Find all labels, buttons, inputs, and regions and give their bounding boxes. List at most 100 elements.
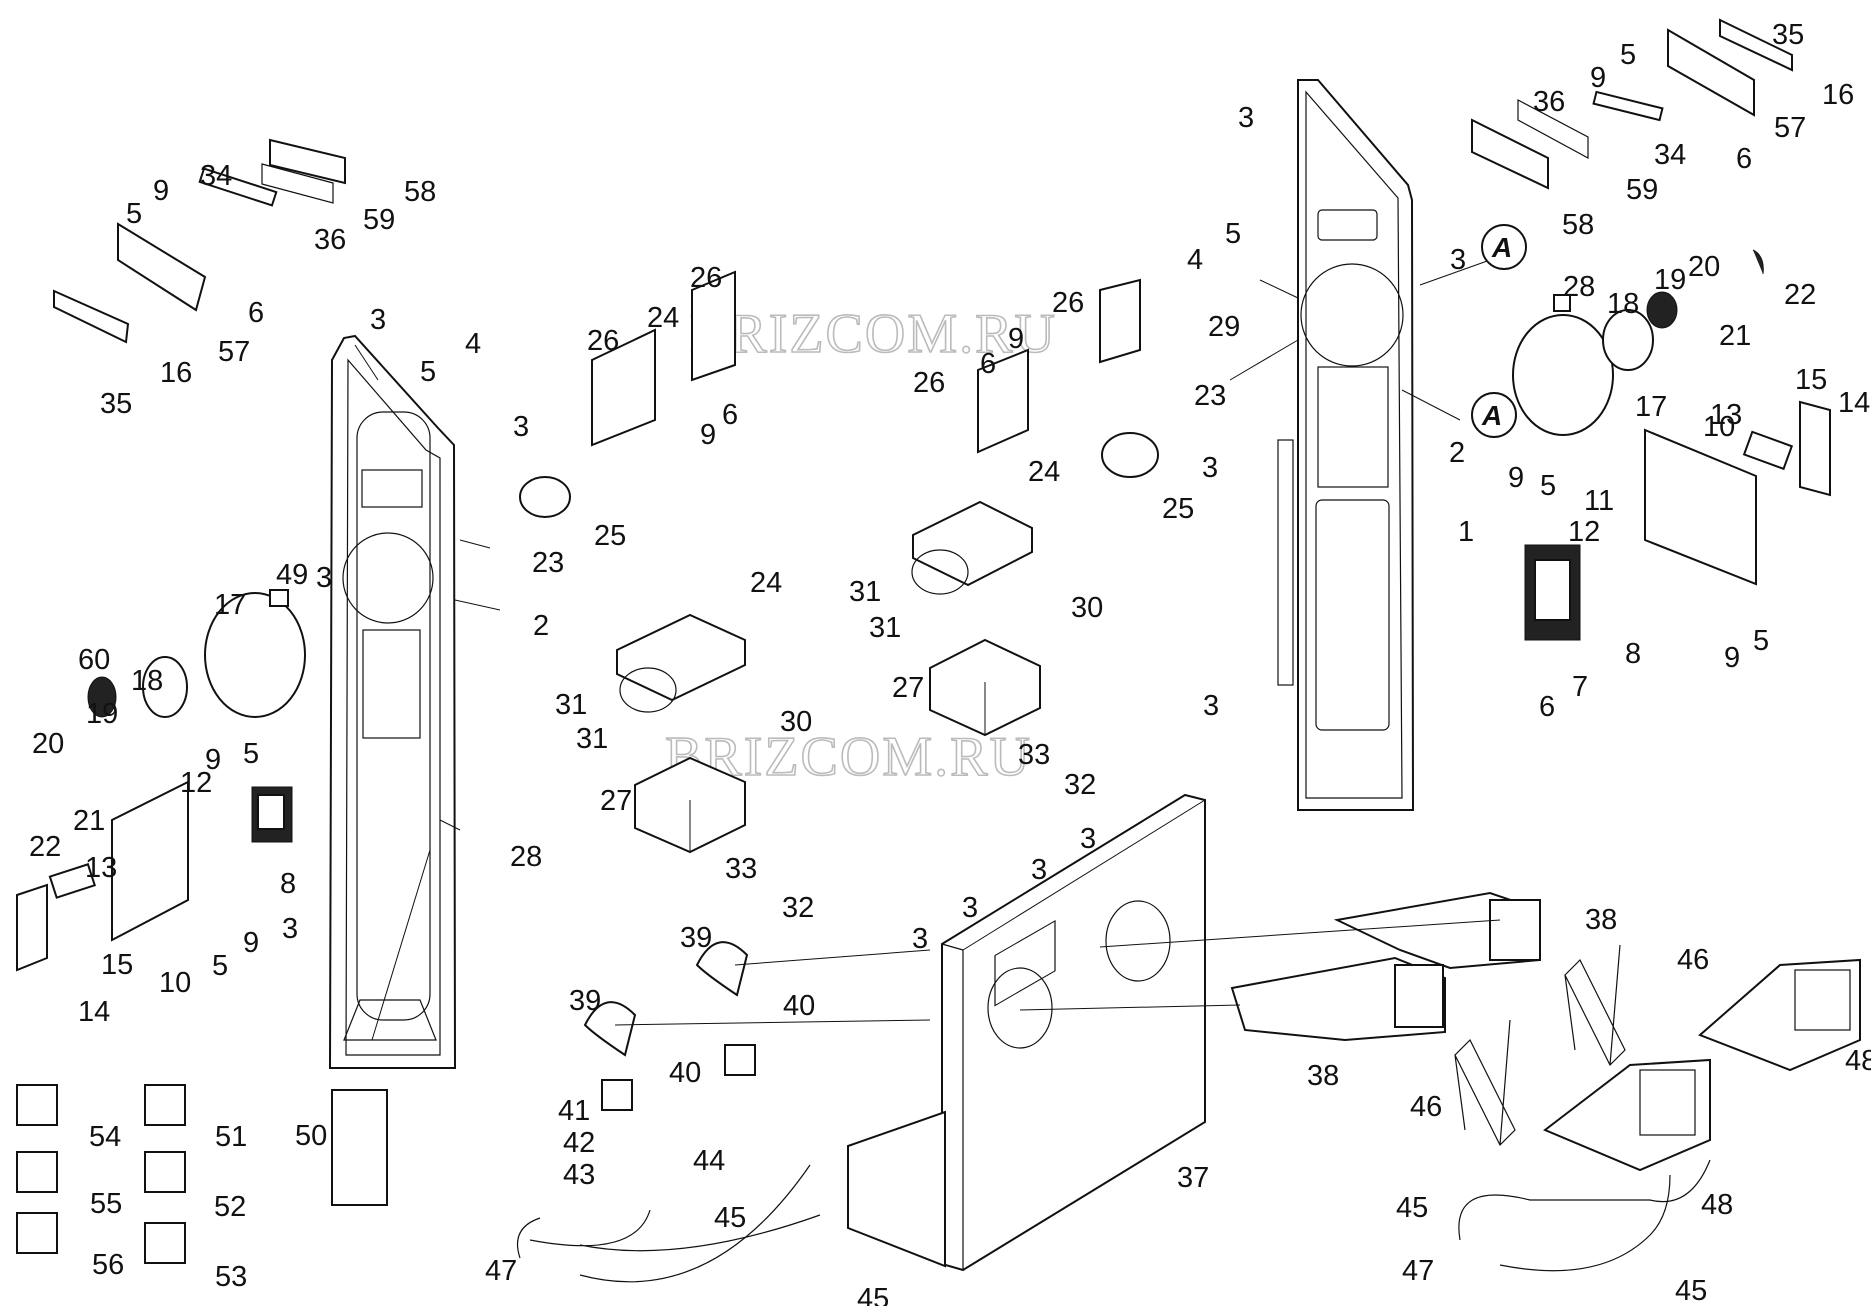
part-callout: 58	[1562, 209, 1594, 241]
part-callout: 36	[1533, 86, 1565, 118]
part-callout: 60	[78, 644, 110, 676]
part-callout: 39	[680, 922, 712, 954]
front-panel-right	[1277, 79, 1415, 811]
part-callout: 33	[1018, 739, 1050, 771]
part-callout: 58	[404, 176, 436, 208]
part-callout: 5	[212, 950, 228, 982]
part-callout: 28	[1563, 271, 1595, 303]
part-callout: 21	[73, 805, 105, 837]
selector-disc-left	[87, 589, 306, 718]
part-callout: 5	[1540, 470, 1556, 502]
part-callout: 3	[513, 411, 529, 443]
part-callout: 51	[215, 1121, 247, 1153]
part-callout: 9	[700, 419, 716, 451]
part-callout: 20	[32, 728, 64, 760]
part-callout: 5	[126, 198, 142, 230]
part-callout: 35	[100, 388, 132, 420]
motor-right	[1101, 432, 1159, 478]
part-callout: 15	[1795, 364, 1827, 396]
part-callout: 38	[1585, 904, 1617, 936]
part-callout: 4	[1187, 244, 1203, 276]
blower-shell-upper	[1333, 891, 1541, 970]
motor-left	[519, 476, 571, 518]
part-callout: 49	[276, 559, 308, 591]
part-callout: 54	[89, 1121, 121, 1153]
part-callout: 24	[750, 567, 782, 599]
coin-acceptor-left	[251, 786, 293, 843]
part-callout: 5	[243, 738, 259, 770]
part-callout: 26	[690, 262, 722, 294]
part-callout: 5	[420, 356, 436, 388]
part-callout: 2	[533, 610, 549, 642]
part-callout: 15	[101, 949, 133, 981]
part-callout: 34	[1654, 139, 1686, 171]
part-callout: 31	[869, 612, 901, 644]
part-callout: 46	[1677, 944, 1709, 976]
part-callout: 3	[282, 913, 298, 945]
part-callout: 31	[576, 723, 608, 755]
part-callout: 18	[131, 665, 163, 697]
part-callout: 9	[153, 175, 169, 207]
mount-plate-left	[16, 780, 189, 972]
part-callout: 17	[1635, 391, 1667, 423]
top-bracket-right	[1471, 18, 1793, 190]
part-callout: 5	[1225, 218, 1241, 250]
bracket-24-b	[977, 278, 1141, 454]
part-callout: 46	[1410, 1091, 1442, 1123]
housing-30-a	[616, 613, 746, 713]
part-callout: 3	[962, 892, 978, 924]
part-callout: 55	[90, 1188, 122, 1220]
part-callout: 3	[1202, 452, 1218, 484]
part-callout: 19	[1654, 264, 1686, 296]
part-callout: 10	[1703, 411, 1735, 443]
part-callout: 39	[569, 985, 601, 1017]
part-callout: 3	[912, 923, 928, 955]
view-mark-label: A	[1491, 232, 1512, 263]
part-callout: 1	[1458, 516, 1474, 548]
holder-46-b	[1454, 1019, 1516, 1147]
part-callout: 11	[1584, 485, 1614, 517]
hose-assembly-right	[1458, 1159, 1711, 1272]
part-callout: 45	[1675, 1275, 1707, 1306]
selector-disc-right	[1512, 249, 1764, 436]
base-cabinet	[847, 793, 1206, 1272]
hose-assembly-left	[516, 941, 821, 1283]
part-callout: 24	[647, 302, 679, 334]
part-callout: 50	[295, 1120, 327, 1152]
part-callout: 25	[594, 520, 626, 552]
part-callout: 31	[849, 576, 881, 608]
blower-shell-lower	[1230, 956, 1446, 1042]
part-callout: 52	[214, 1191, 246, 1223]
top-bracket-left	[53, 138, 346, 344]
part-callout: 3	[1238, 102, 1254, 134]
part-callout: 47	[1402, 1255, 1434, 1287]
part-callout: 40	[669, 1057, 701, 1089]
part-callout: 2	[1449, 437, 1465, 469]
part-callout: 56	[92, 1249, 124, 1281]
part-callout: 9	[243, 927, 259, 959]
part-callout: 32	[782, 892, 814, 924]
part-callout: 48	[1845, 1045, 1871, 1077]
display-housing-upper	[1698, 958, 1861, 1072]
holder-46-a	[1564, 944, 1626, 1067]
part-callout: 30	[1071, 592, 1103, 624]
part-callout: 4	[465, 328, 481, 360]
part-callout: 26	[1052, 287, 1084, 319]
part-callout: 9	[1008, 323, 1024, 355]
part-callout: 23	[532, 547, 564, 579]
part-callout: 41	[558, 1095, 590, 1127]
part-callout: 21	[1719, 320, 1751, 352]
part-callout: 17	[214, 589, 246, 621]
part-callout: 44	[693, 1145, 725, 1177]
part-callout: 33	[725, 853, 757, 885]
part-callout: 26	[913, 367, 945, 399]
part-callout: 47	[485, 1255, 517, 1287]
part-callout: 22	[1784, 279, 1816, 311]
part-callout: 13	[1710, 399, 1742, 431]
part-callout: 59	[1626, 174, 1658, 206]
front-panel-left	[328, 334, 457, 1069]
part-callout: 27	[600, 785, 632, 817]
part-callout: 3	[1080, 823, 1096, 855]
part-callout: 27	[892, 672, 924, 704]
